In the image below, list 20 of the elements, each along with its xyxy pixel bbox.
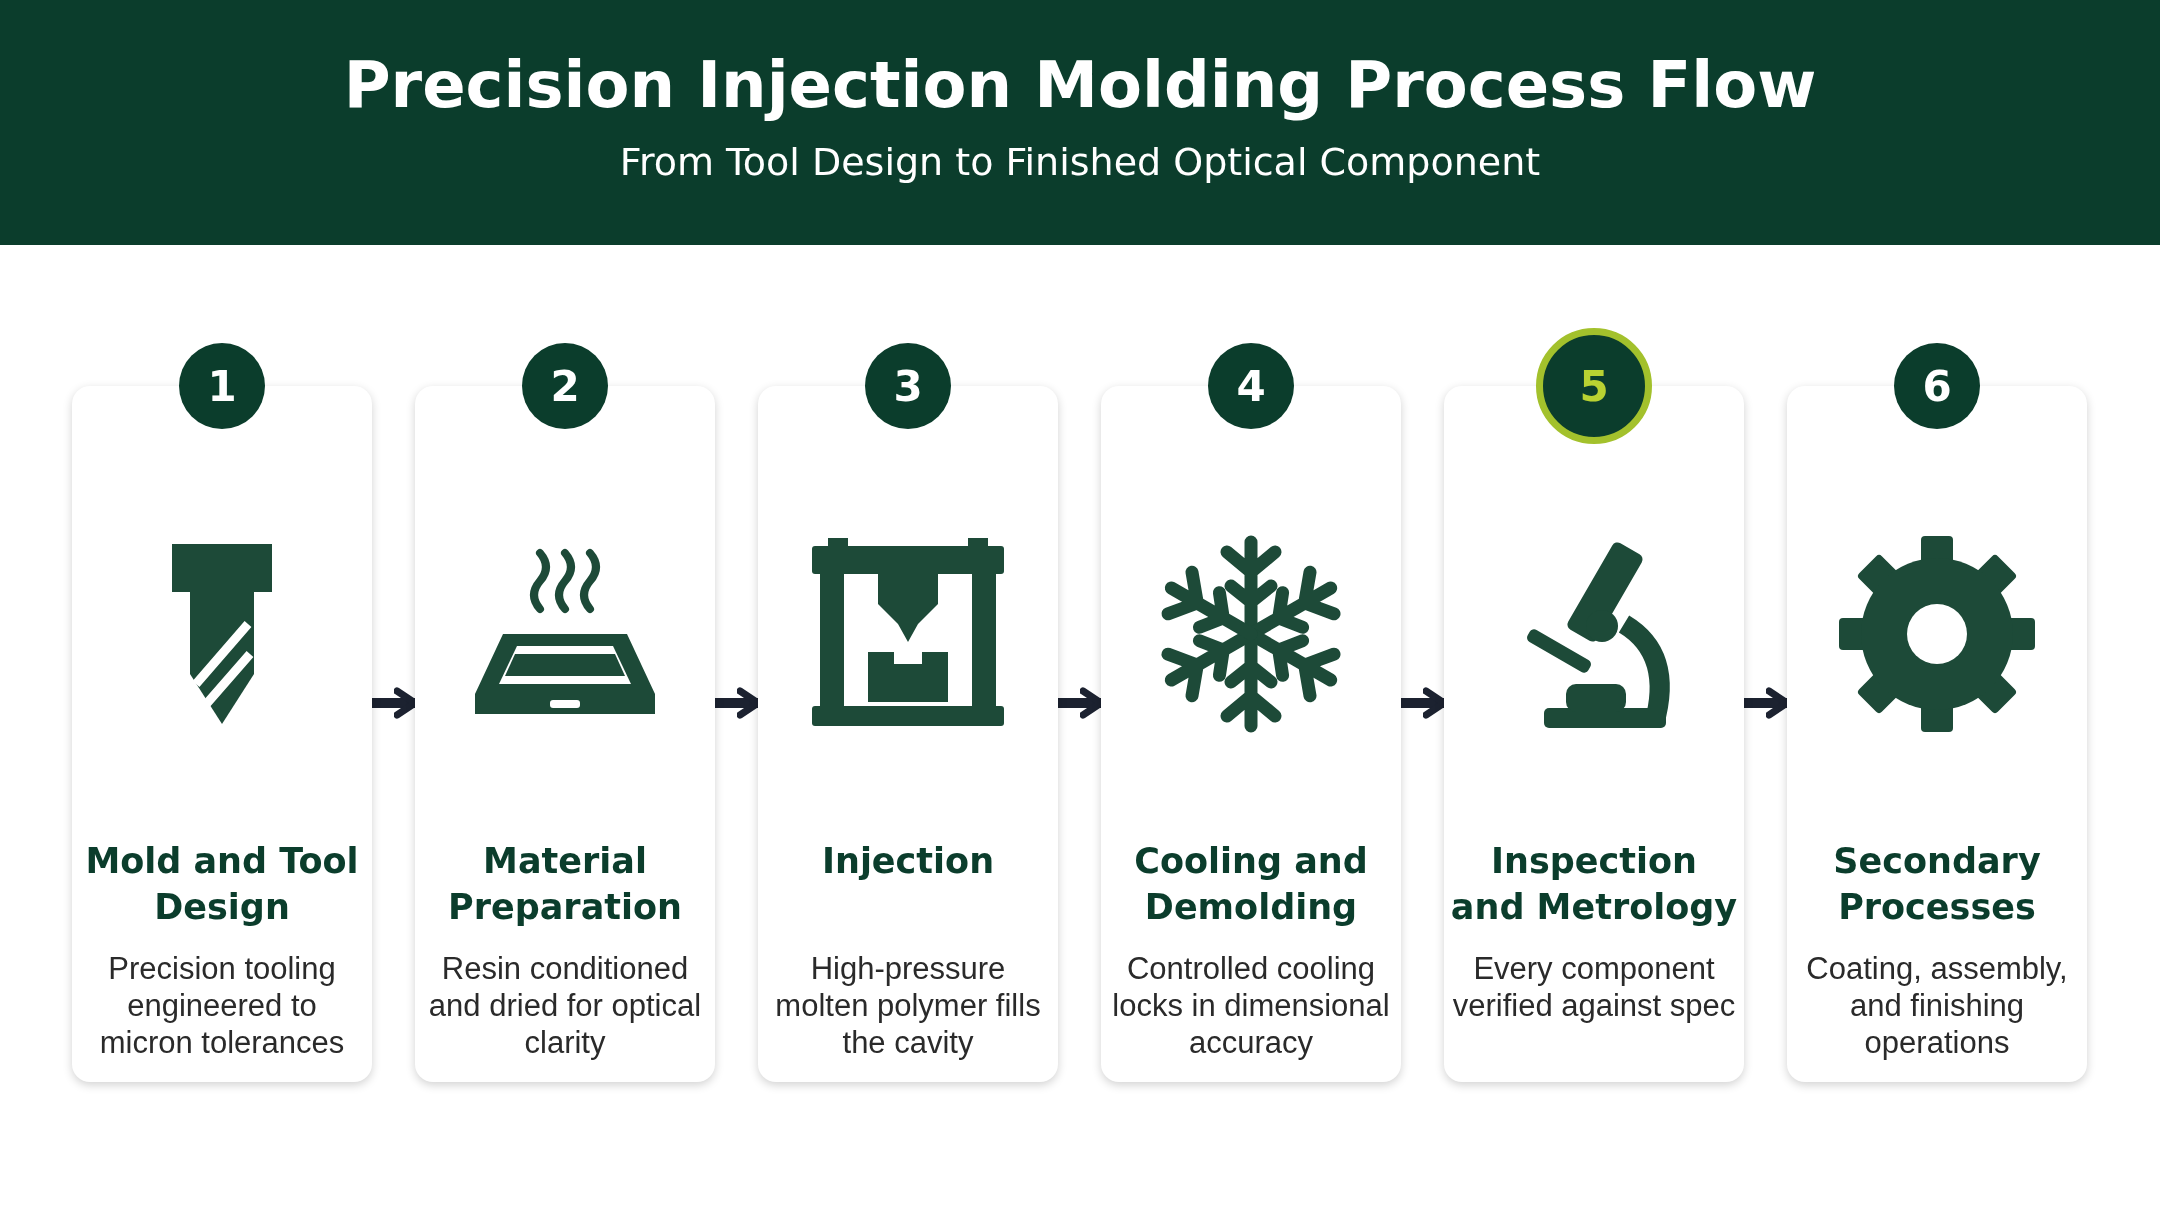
step-number: 2 <box>522 343 608 429</box>
step-heading: Material Preparation <box>447 840 683 929</box>
step-description: Precision tooling engineered to micron tolerances <box>98 950 346 1061</box>
subtitle: From Tool Design to Finished Optical Component <box>618 140 1542 184</box>
step-description: Controlled cooling locks in dimensional accuracy <box>1111 950 1391 1061</box>
step-heading: Inspection and Metrology <box>1450 840 1738 929</box>
title: Precision Injection Molding Process Flow <box>342 48 1818 122</box>
step-number: 5 <box>1536 328 1652 444</box>
step-number: 3 <box>865 343 951 429</box>
step-number: 6 <box>1894 343 1980 429</box>
step-heading: Injection <box>820 840 996 883</box>
step-description: High-pressure molten polymer fills the cavity <box>774 950 1042 1061</box>
step-number: 4 <box>1208 343 1294 429</box>
step-number: 1 <box>179 343 265 429</box>
step-description: Every component verified against spec <box>1452 950 1736 1024</box>
step-heading: Mold and Tool Design <box>84 840 360 929</box>
step-heading: Cooling and Demolding <box>1133 840 1369 929</box>
step-heading: Secondary Processes <box>1832 840 2042 929</box>
step-description: Resin conditioned and dried for optical clarity <box>427 950 703 1061</box>
step-description: Coating, assembly, and finishing operations <box>1805 950 2069 1061</box>
